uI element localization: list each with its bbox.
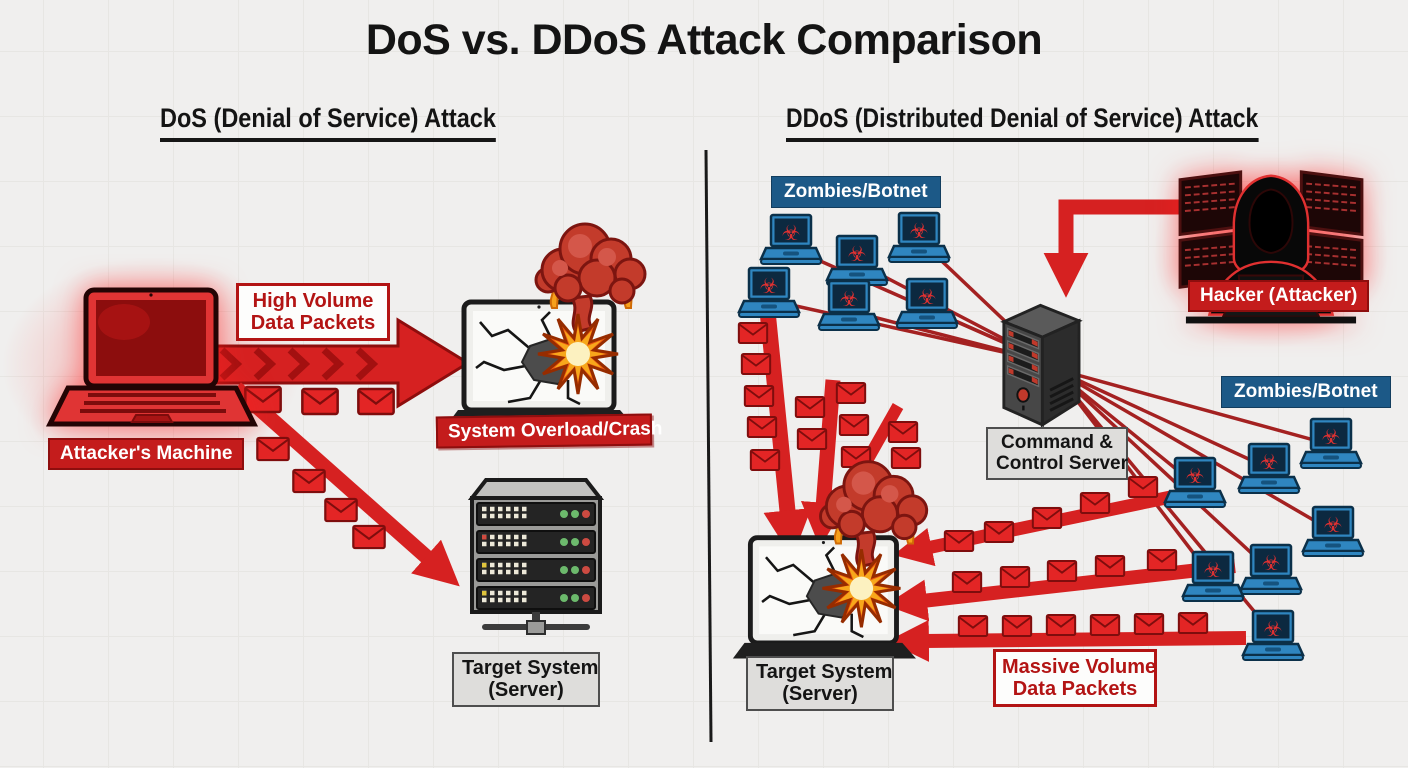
dos-flood-arrow [204, 317, 471, 409]
label-line: Data Packets [1012, 678, 1138, 700]
label-line: Command & [1001, 432, 1113, 453]
dos-packets-label: High Volume Data Packets [236, 283, 390, 341]
zombies-botnet-top-label: Zombies/Botnet [771, 176, 941, 208]
label-line: Target System [756, 661, 893, 683]
dos-crashed-laptop-icon [446, 224, 645, 426]
label-line: Massive Volume [1002, 656, 1157, 678]
ddos-left-arrow-2 [885, 559, 1236, 622]
ddos-column-heading: DDoS (Distributed Denial of Service) Att… [786, 103, 1259, 142]
dos-target-server-icon [472, 480, 600, 634]
attacker-machine-label: Attacker's Machine [48, 438, 245, 470]
ddos-packets-label: Massive Volume Data Packets [993, 649, 1157, 707]
label-line: Data Packets [250, 312, 376, 334]
zombies-botnet-right-label: Zombies/Botnet [1221, 376, 1391, 408]
ddos-target-label: Target System (Server) [746, 656, 894, 711]
dos-column-heading: DoS (Denial of Service) Attack [160, 103, 496, 142]
label-line: Control Server [996, 453, 1128, 475]
page-title: DoS vs. DDoS Attack Comparison [365, 16, 1043, 64]
ddos-down-arrow-1 [760, 315, 812, 559]
hacker-to-cnc-arrow [1043, 199, 1190, 298]
ddos-left-arrow-3 [886, 619, 1247, 662]
dos-target-label: Target System (Server) [452, 652, 600, 707]
ddos-down-arrow-2 [800, 379, 846, 548]
label-line: Target System [462, 657, 599, 679]
zombie-botnet-top-group [737, 211, 959, 332]
label-line: High Volume [252, 290, 374, 312]
center-divider [704, 149, 713, 743]
system-overload-label: System Overload/Crash [435, 413, 663, 449]
hacker-attacker-label: Hacker (Attacker) [1188, 280, 1370, 312]
cnc-server-label: Command & Control Server [986, 427, 1128, 480]
cnc-server-icon [1002, 303, 1081, 427]
label-line: (Server) [782, 683, 858, 706]
dos-diagonal-arrow [231, 382, 460, 587]
label-line: (Server) [488, 679, 564, 702]
